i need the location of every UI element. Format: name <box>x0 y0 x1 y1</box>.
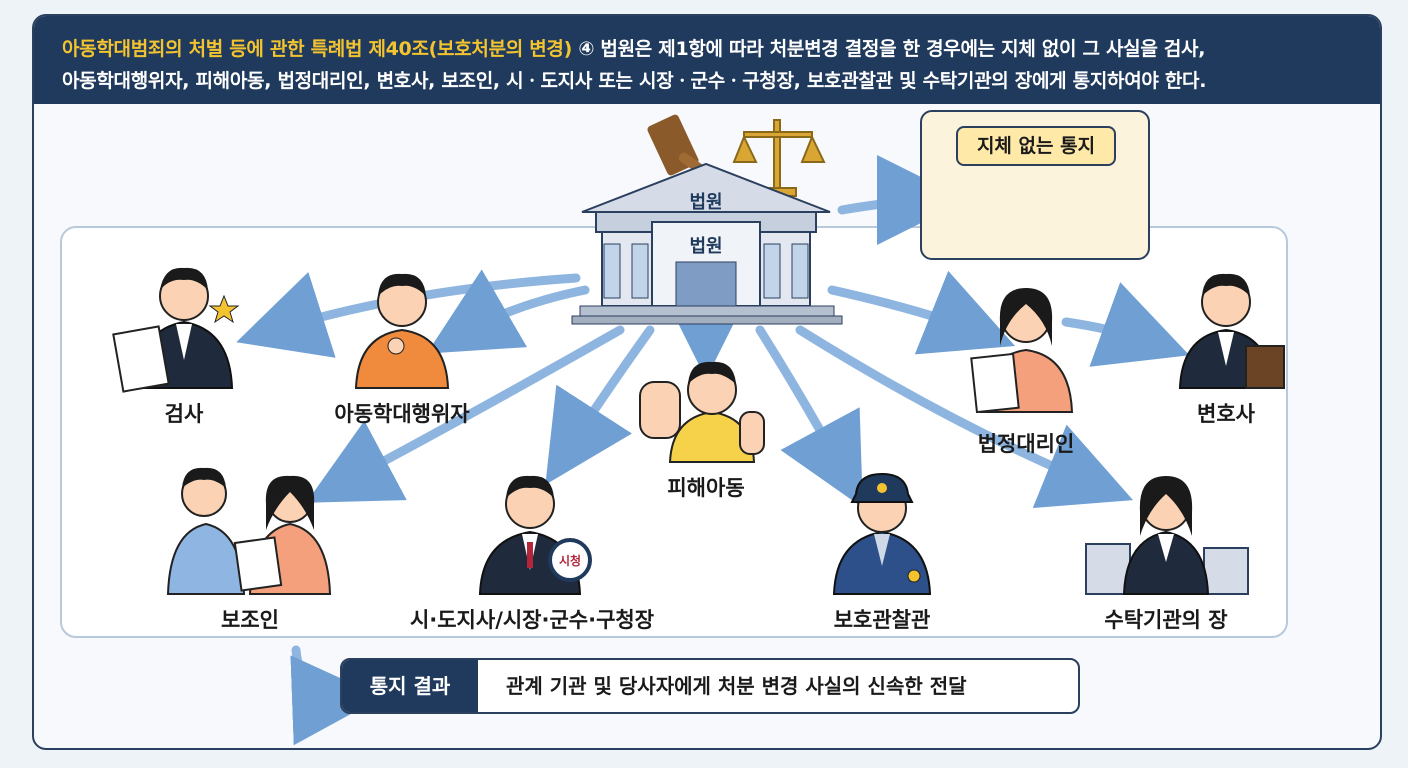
result-text: 관계 기관 및 당사자에게 처분 변경 사실의 신속한 전달 <box>506 674 967 698</box>
arrow-to-consignee <box>795 325 1134 509</box>
label-consignee: 수탁기관의 장 <box>1104 608 1228 632</box>
law-title: 아동학대범죄의 처벌 등에 관한 특례법 제40조(보호처분의 변경) <box>62 38 572 60</box>
header-line-1: 아동학대범죄의 처벌 등에 관한 특례법 제40조(보호처분의 변경) ④ 법원… <box>62 34 1205 61</box>
city-badge-text: 시청 <box>558 554 582 568</box>
arrow-to-legal-rep <box>827 270 1016 355</box>
label-probation: 보호관찰관 <box>833 608 931 632</box>
label-lawyer: 변호사 <box>1197 402 1255 426</box>
arrow-to-probation <box>755 325 863 508</box>
prosecutor-figure <box>112 267 240 393</box>
label-abuser: 아동학대행위자 <box>334 402 470 426</box>
probation-officer-figure <box>832 472 932 595</box>
arrows <box>236 155 1190 746</box>
abuser-figure <box>354 273 450 389</box>
label-prosecutor: 검사 <box>164 402 204 426</box>
court-building-icon <box>571 162 843 325</box>
lawyer-figure <box>1178 273 1285 389</box>
arrow-to-assistant <box>306 325 625 503</box>
arrow-rep-to-lawyer <box>1061 282 1190 367</box>
notice-title: 지체 없는 통지 <box>956 126 1116 166</box>
law-header: 아동학대범죄의 처벌 등에 관한 특례법 제40조(보호처분의 변경) ④ 법원… <box>34 16 1380 104</box>
court-sign-top: 법원 <box>689 192 723 213</box>
label-legal-rep: 법정대리인 <box>977 432 1075 456</box>
victim-figure <box>639 361 765 463</box>
court-sign-main: 법원 <box>689 236 723 257</box>
legal-rep-figure <box>970 288 1074 414</box>
label-victim: 피해아동 <box>667 476 745 500</box>
assistant-figure <box>166 467 332 595</box>
arrow-to-governor <box>545 325 655 485</box>
city-badge-icon <box>548 538 592 582</box>
consignee-figure <box>1085 476 1249 595</box>
law-text-part-1: ④ 법원은 제1항에 따라 처분변경 결정을 한 경우에는 지체 없이 그 사실… <box>572 38 1206 60</box>
header-line-2: 아동학대행위자, 피해아동, 법정대리인, 변호사, 보조인, 시ㆍ도지사 또는… <box>62 70 1207 92</box>
result-tag: 통지 결과 <box>342 660 478 712</box>
notice-box: 지체 없는 통지 <box>920 110 1150 260</box>
governor-figure <box>478 475 592 595</box>
label-governor: 시·도지사/시장·군수·구청장 <box>409 608 655 632</box>
result-box: 통지 결과 관계 기관 및 당사자에게 처분 변경 사실의 신속한 전달 <box>340 658 1080 714</box>
label-assistant: 보조인 <box>221 608 279 632</box>
arrow-to-abuser <box>426 269 590 354</box>
